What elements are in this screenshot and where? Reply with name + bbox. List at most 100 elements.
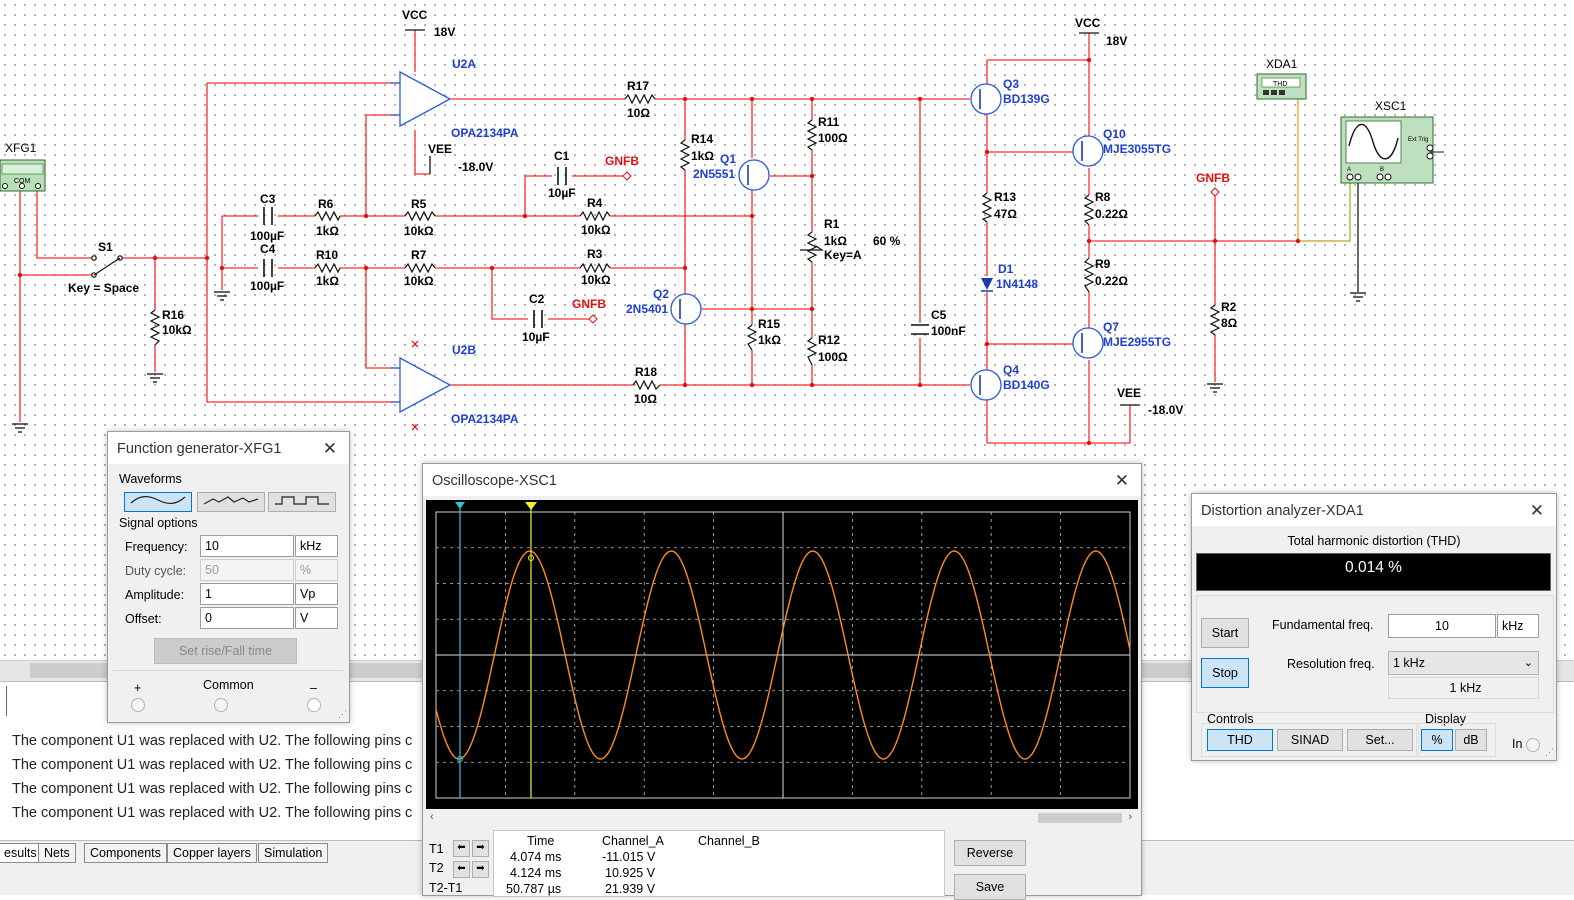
sine-wave-button[interactable]	[124, 492, 192, 512]
minus-terminal[interactable]	[307, 698, 321, 712]
resistors	[149, 93, 1221, 391]
tab-simulation[interactable]: Simulation	[258, 843, 329, 863]
label-r5-value: 10kΩ	[404, 224, 434, 238]
label-q4-part: BD140G	[1003, 378, 1050, 392]
label-c4: C4	[260, 242, 276, 256]
cursor-t2-marker	[528, 555, 534, 561]
tab-components[interactable]: Components	[84, 843, 167, 863]
oscilloscope-titlebar[interactable]: Oscilloscope-XSC1 ✕	[423, 464, 1141, 496]
close-icon[interactable]: ✕	[322, 439, 337, 458]
tab-nets[interactable]: Nets	[38, 843, 76, 863]
sinad-mode-button[interactable]: SINAD	[1277, 729, 1343, 751]
t2-right-arrow-button[interactable]: ➡	[472, 861, 489, 878]
col-channel-b-header: Channel_B	[698, 834, 760, 848]
opamps	[399, 70, 452, 414]
label-r4: R4	[587, 196, 603, 210]
start-button[interactable]: Start	[1201, 618, 1249, 648]
scope-scroll-thumb[interactable]	[1038, 813, 1122, 823]
label-r8: R8	[1095, 190, 1111, 204]
frequency-unit[interactable]: kHz	[295, 535, 338, 557]
label-q3-part: BD139G	[1003, 92, 1050, 106]
t2-left-arrow-button[interactable]: ⬅	[453, 861, 470, 878]
red-wires	[19, 30, 1297, 444]
label-q2: Q2	[653, 287, 669, 301]
label-xsc1-b: B	[1380, 167, 1384, 173]
set-button[interactable]: Set...	[1347, 729, 1413, 751]
label-r11-value: 100Ω	[818, 131, 848, 145]
pane-divider	[0, 686, 7, 716]
label-r13: R13	[994, 190, 1016, 204]
fundamental-freq-label: Fundamental freq.	[1272, 618, 1374, 632]
scroll-right-icon[interactable]: ›	[1128, 811, 1132, 823]
duty-cycle-unit: %	[295, 559, 338, 581]
distortion-analyzer-titlebar[interactable]: Distortion analyzer-XDA1 ✕	[1192, 494, 1556, 526]
minus-terminal-label: –	[310, 681, 317, 695]
label-r3-value: 10kΩ	[581, 273, 611, 287]
tab-copper-layers[interactable]: Copper layers	[167, 843, 257, 863]
close-icon[interactable]: ✕	[1114, 471, 1129, 490]
label-r16: R16	[162, 308, 184, 322]
scope-screen[interactable]	[426, 500, 1138, 809]
triangle-wave-button[interactable]	[197, 492, 265, 512]
fundamental-freq-input[interactable]: 10	[1388, 614, 1496, 638]
channel-a-trace	[435, 550, 1131, 760]
label-q2-part: 2N5401	[626, 302, 668, 316]
label-r9: R9	[1095, 257, 1111, 271]
db-display-button[interactable]: dB	[1455, 729, 1487, 751]
label-vcc-left-voltage: 18V	[434, 25, 455, 39]
reverse-button[interactable]: Reverse	[954, 840, 1026, 866]
settings-group	[1196, 595, 1554, 713]
t1-left-arrow-button[interactable]: ⬅	[453, 840, 470, 857]
diode	[981, 278, 993, 290]
tab-results[interactable]: esults	[0, 843, 43, 863]
scope-scrollbar[interactable]: ‹ ›	[426, 810, 1138, 826]
offset-input[interactable]: 0	[200, 607, 294, 629]
label-c1-value: 10µF	[548, 186, 576, 200]
label-c2: C2	[529, 292, 545, 306]
thd-display: 0.014 %	[1196, 553, 1551, 591]
schematic-canvas[interactable]: VCC 18V VCC 18V VEE -18.0V VEE -18.0V U2…	[0, 0, 1574, 660]
delta-time-value: 50.787 µs	[506, 882, 562, 896]
common-terminal-label: Common	[203, 678, 254, 692]
scroll-left-icon[interactable]: ‹	[430, 811, 434, 823]
frequency-input[interactable]: 10	[200, 535, 294, 557]
label-r18: R18	[635, 365, 657, 379]
function-generator-titlebar[interactable]: Function generator-XFG1 ✕	[108, 432, 349, 464]
square-wave-button[interactable]	[268, 492, 336, 512]
label-c1: C1	[554, 149, 570, 163]
close-icon[interactable]: ✕	[1529, 501, 1544, 520]
percent-display-button[interactable]: %	[1421, 729, 1453, 751]
input-terminal[interactable]	[1526, 738, 1540, 752]
common-terminal[interactable]	[214, 698, 228, 712]
label-c3-value: 100µF	[250, 229, 284, 243]
resize-grip-icon[interactable]: ⋰	[1545, 747, 1554, 757]
resolution-freq-selected: 1 kHz	[1393, 656, 1425, 670]
cursor-t1-marker	[457, 756, 463, 762]
t2-t1-label: T2-T1	[429, 881, 463, 895]
resize-grip-icon[interactable]: ⋰	[338, 709, 347, 719]
label-q1-part: 2N5551	[693, 167, 735, 181]
message-line: The component U1 was replaced with U2. T…	[12, 805, 413, 821]
amplitude-input[interactable]: 1	[200, 583, 294, 605]
t1-channel-a-value: -11.015 V	[602, 850, 656, 864]
thd-mode-button[interactable]: THD	[1207, 729, 1273, 751]
offset-unit[interactable]: V	[295, 607, 338, 629]
resolution-freq-select[interactable]: 1 kHz ⌄	[1388, 651, 1539, 675]
plus-terminal[interactable]	[131, 698, 145, 712]
fundamental-freq-unit[interactable]: kHz	[1497, 614, 1539, 638]
label-xsc1-ext: Ext Trig	[1408, 137, 1428, 143]
label-d1-part: 1N4148	[996, 277, 1038, 291]
label-c3: C3	[260, 192, 276, 206]
xfg1-instrument	[0, 159, 46, 192]
supply-bars	[405, 29, 1140, 406]
label-r2: R2	[1221, 300, 1237, 314]
stop-button[interactable]: Stop	[1201, 658, 1249, 688]
label-xfg1: XFG1	[5, 141, 37, 155]
set-rise-fall-button[interactable]: Set rise/Fall time	[154, 638, 297, 664]
display-group	[1418, 723, 1496, 757]
t1-right-arrow-button[interactable]: ➡	[472, 840, 489, 857]
label-r14: R14	[691, 132, 713, 146]
save-button[interactable]: Save	[954, 874, 1026, 900]
label-q3: Q3	[1003, 77, 1019, 91]
amplitude-unit[interactable]: Vp	[295, 583, 338, 605]
